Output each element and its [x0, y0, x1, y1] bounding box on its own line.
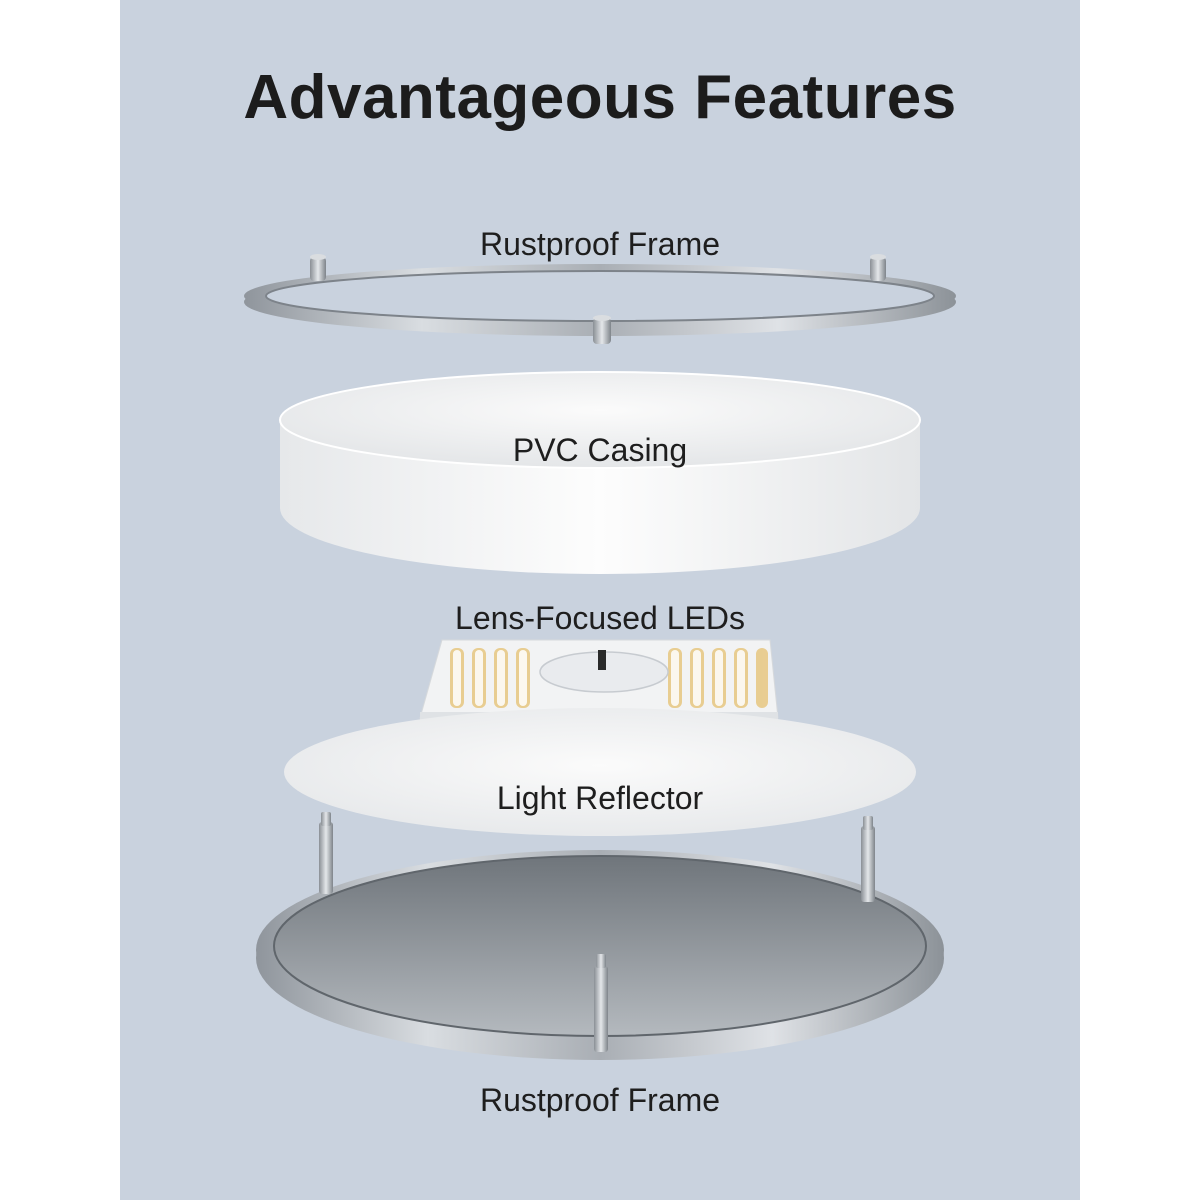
exploded-view-illustration	[244, 254, 956, 1060]
label-pvc-casing: PVC Casing	[512, 432, 688, 468]
label-lens-focused-leds: Lens-Focused LEDs	[455, 600, 745, 636]
bottom-frame-pin-front	[594, 954, 608, 1052]
led-driver-module	[539, 650, 669, 693]
light-reflector-disc	[284, 708, 916, 836]
top-frame-pin-front	[593, 315, 611, 344]
top-frame-pin-right	[870, 254, 886, 281]
label-light-reflector: Light Reflector	[496, 780, 704, 816]
bottom-frame-pin-left	[319, 812, 333, 894]
label-top-rustproof-frame: Rustproof Frame	[479, 226, 721, 262]
top-frame-ring	[244, 264, 956, 336]
pvc-casing-body	[279, 371, 921, 574]
top-frame-pin-left	[310, 254, 326, 281]
label-bottom-rustproof-frame: Rustproof Frame	[479, 1082, 721, 1118]
bottom-frame-pin-right	[861, 816, 875, 902]
page-title: Advantageous Features	[243, 63, 957, 132]
feature-panel: Advantageous Features Rustproof Frame PV…	[120, 0, 1080, 1200]
led-board	[419, 639, 779, 720]
